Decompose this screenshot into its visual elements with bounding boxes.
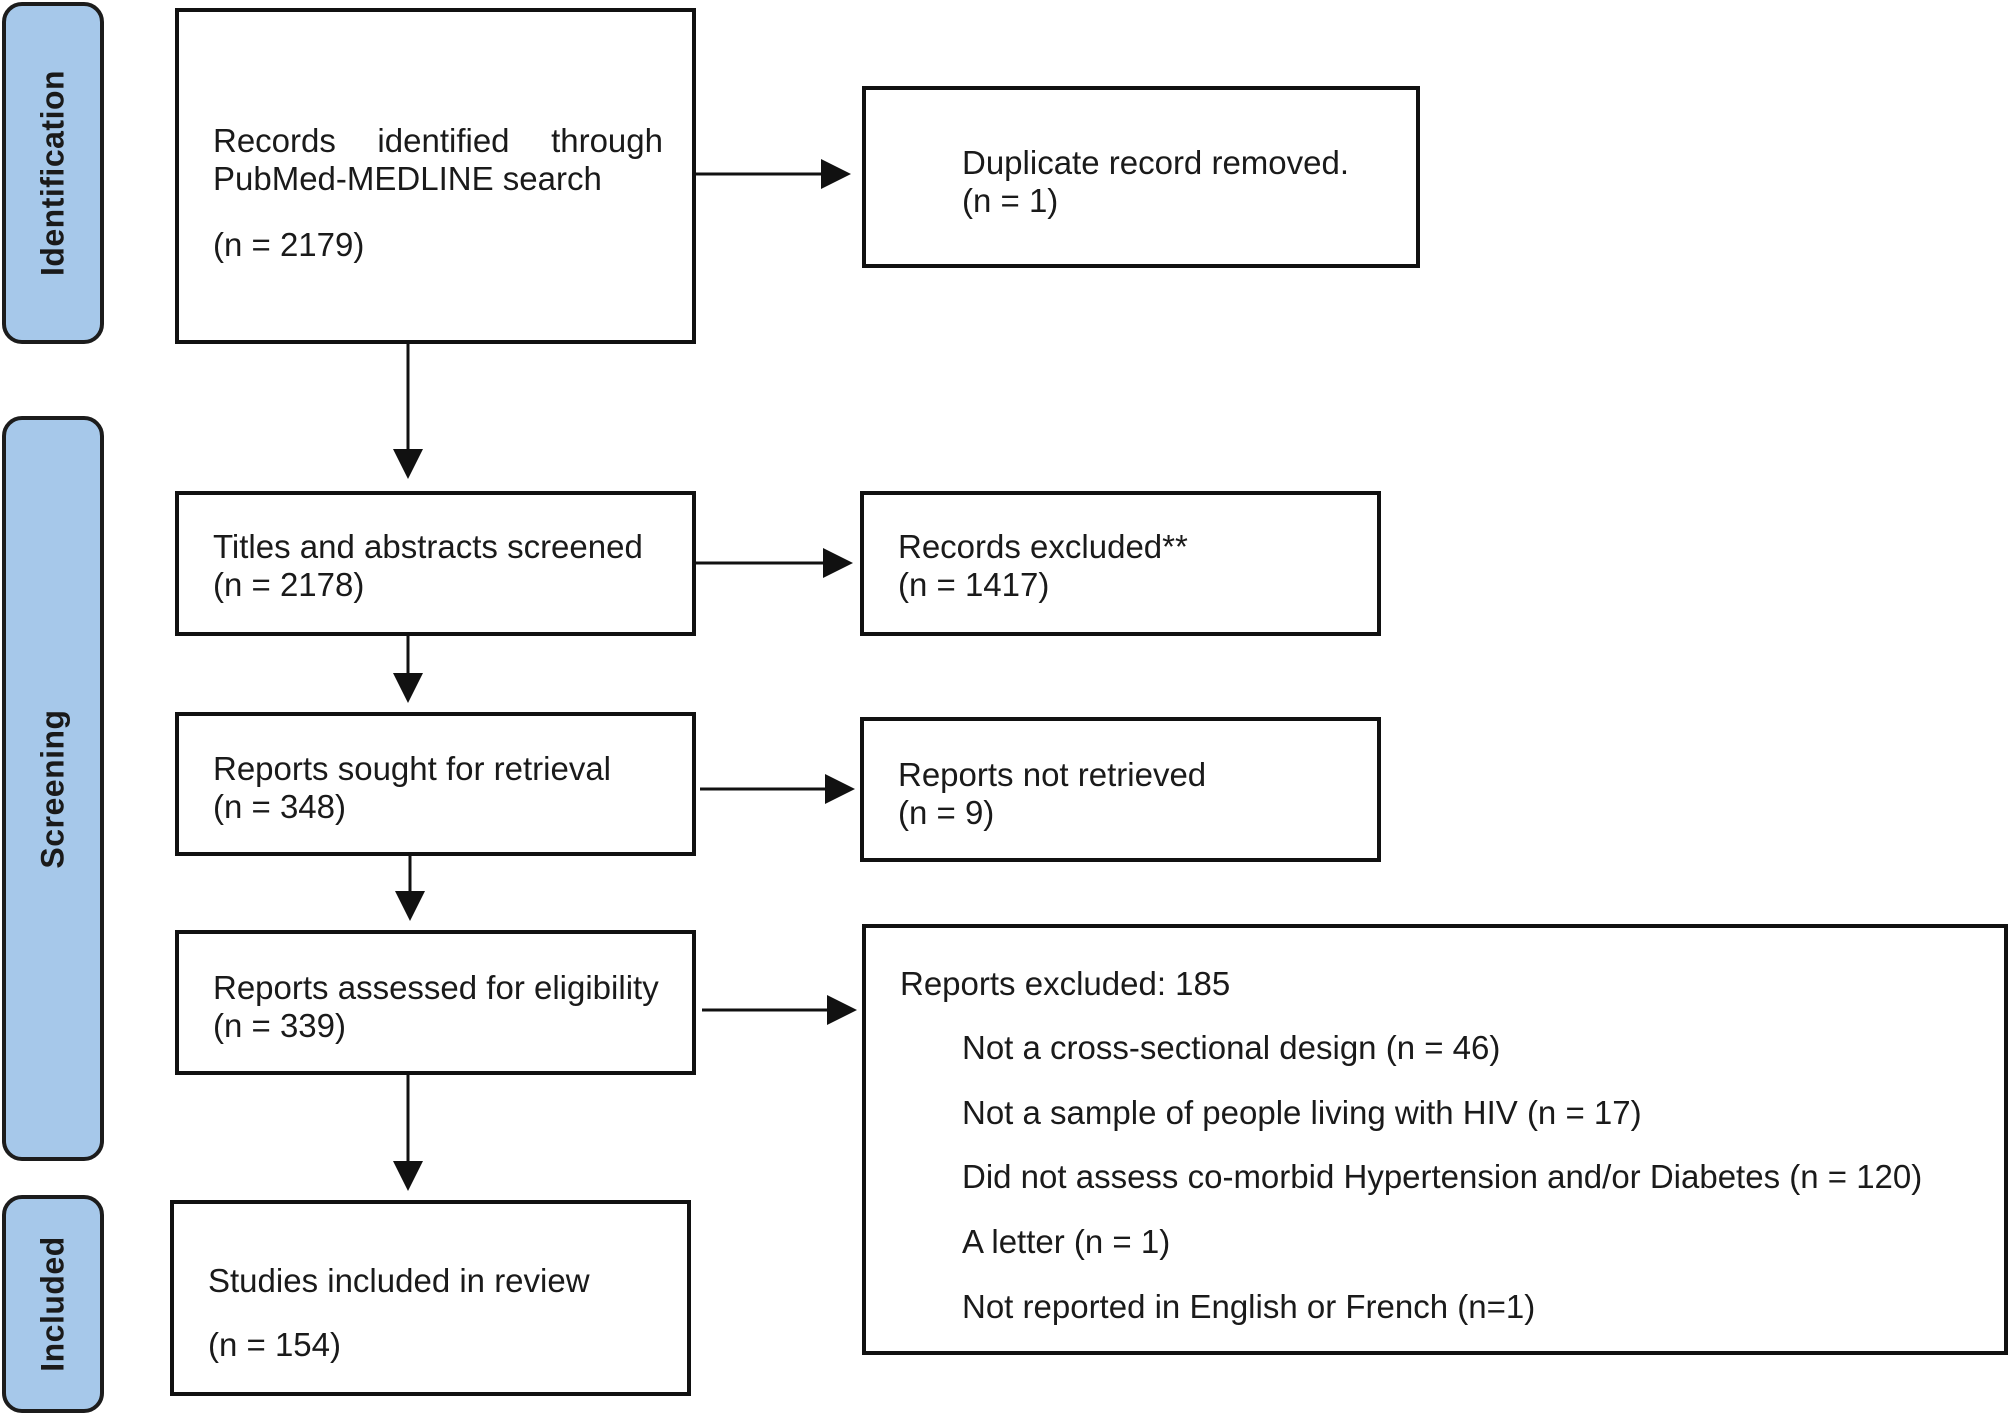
titles-screened-label: Titles and abstracts screened — [213, 528, 643, 565]
records-excluded-count: (n = 1417) — [898, 566, 1050, 603]
reports-assessed-label: Reports assessed for eligibility — [213, 969, 659, 1006]
reports-excluded-box: Reports excluded: 185 Not a cross-sectio… — [862, 924, 2008, 1355]
duplicates-removed-box: Duplicate record removed. (n = 1) — [862, 86, 1420, 268]
exclusion-reason-item: Not a sample of people living with HIV (… — [962, 1094, 1642, 1131]
exclusion-reason-item: Not a cross-sectional design (n = 46) — [962, 1029, 1501, 1066]
studies-included-box: Studies included in review (n = 154) — [170, 1200, 691, 1396]
reports-sought-box: Reports sought for retrieval (n = 348) — [175, 712, 696, 856]
reports-assessed-box: Reports assessed for eligibility (n = 33… — [175, 930, 696, 1075]
exclusion-reason-item: Did not assess co-morbid Hypertension an… — [962, 1158, 1923, 1195]
reports-assessed-count: (n = 339) — [213, 1007, 346, 1044]
reports-not-retrieved-box: Reports not retrieved (n = 9) — [860, 717, 1381, 862]
titles-screened-box: Titles and abstracts screened (n = 2178) — [175, 491, 696, 636]
records-identified-line2: PubMed-MEDLINE search — [213, 160, 602, 197]
exclusion-reason-item: Not reported in English or French (n=1) — [962, 1288, 1536, 1325]
phase-identification: Identification — [2, 2, 104, 344]
records-identified-box: Records identified through PubMed-MEDLIN… — [175, 8, 696, 344]
records-excluded-label: Records excluded** — [898, 528, 1188, 565]
studies-included-count: (n = 154) — [208, 1326, 341, 1363]
studies-included-label: Studies included in review — [208, 1262, 590, 1299]
reports-sought-label: Reports sought for retrieval — [213, 750, 612, 787]
records-excluded-box: Records excluded** (n = 1417) — [860, 491, 1381, 636]
duplicates-removed-count: (n = 1) — [962, 182, 1059, 219]
titles-screened-count: (n = 2178) — [213, 566, 365, 603]
reports-not-retrieved-count: (n = 9) — [898, 794, 995, 831]
exclusion-reason-item: A letter (n = 1) — [962, 1223, 1171, 1260]
phase-screening: Screening — [2, 416, 104, 1161]
reports-sought-count: (n = 348) — [213, 788, 346, 825]
records-identified-line1: Records identified through — [213, 122, 663, 159]
records-identified-count: (n = 2179) — [213, 226, 365, 263]
duplicates-removed-label: Duplicate record removed. — [962, 144, 1350, 181]
reports-not-retrieved-label: Reports not retrieved — [898, 756, 1207, 793]
reports-excluded-heading: Reports excluded: 185 — [900, 965, 1231, 1002]
phase-included: Included — [2, 1195, 104, 1413]
